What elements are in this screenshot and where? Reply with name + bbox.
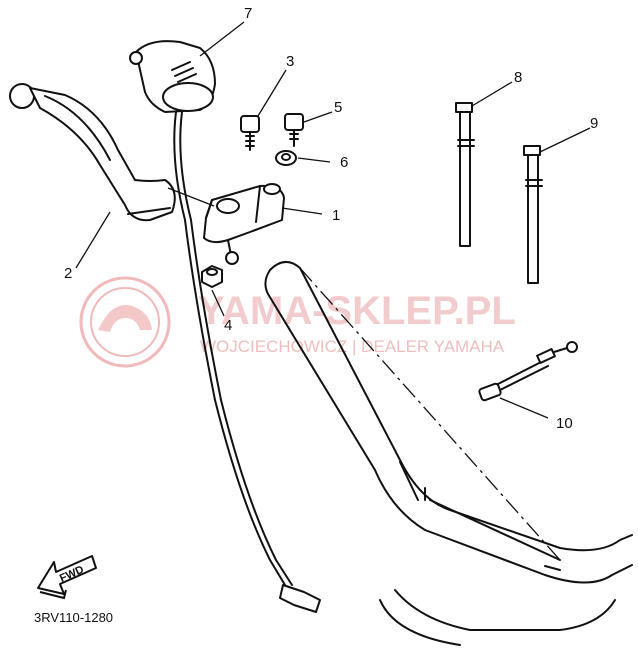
callout-9: 9: [590, 115, 598, 132]
nut-4: [201, 265, 223, 288]
callout-4: 4: [224, 317, 232, 334]
callout-3: 3: [286, 53, 294, 70]
watermark-logo: [79, 276, 171, 368]
callout-6: 6: [340, 154, 348, 171]
callout-2: 2: [64, 265, 72, 282]
cable-band-8: [455, 102, 475, 247]
callout-8: 8: [514, 69, 522, 86]
diagram-code: 3RV110-1280: [34, 610, 113, 625]
washer-6: [275, 150, 297, 166]
watermark-subtitle: WOJCIECHOWICZ | DEALER YAMAHA: [200, 337, 505, 356]
lead-wire: [478, 341, 578, 402]
bolt-3: [240, 115, 260, 151]
fwd-label: FWD: [58, 564, 86, 585]
watermark-title: YAMA-SKLEP.PL: [198, 289, 516, 333]
bolt-5: [284, 113, 304, 147]
cable-band-9: [523, 145, 543, 284]
callout-10: 10: [556, 415, 573, 432]
callout-7: 7: [244, 5, 252, 22]
lever-holder: [203, 183, 285, 265]
leader-lines: [75, 21, 591, 419]
clutch-lever: [9, 83, 176, 222]
fwd-arrow-icon: [37, 555, 97, 600]
callout-5: 5: [334, 99, 342, 116]
callout-1: 1: [332, 207, 340, 224]
handlebar-switch: [129, 40, 321, 613]
handlebar: [264, 261, 633, 646]
